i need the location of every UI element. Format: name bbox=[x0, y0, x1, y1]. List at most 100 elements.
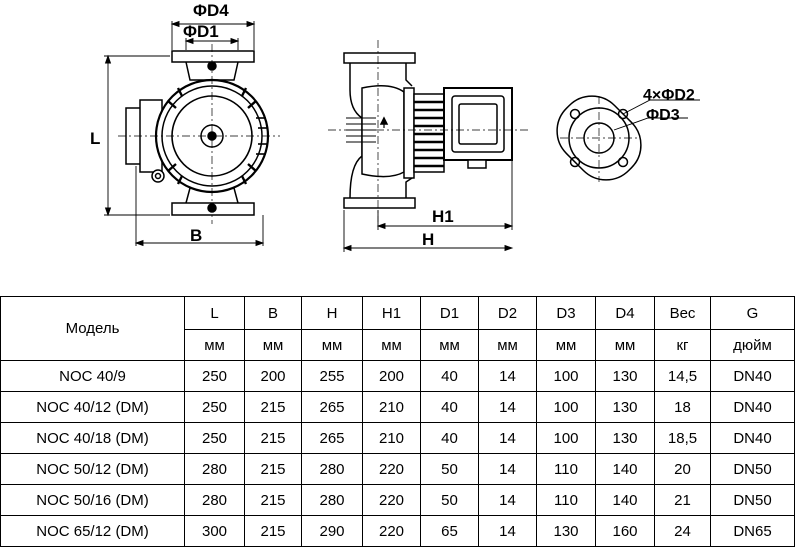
header-col-unit: мм bbox=[595, 329, 655, 361]
side-view bbox=[328, 40, 528, 222]
value-cell: 14 bbox=[478, 391, 537, 423]
value-cell: 18 bbox=[654, 391, 711, 423]
value-cell: 280 bbox=[301, 484, 363, 516]
value-cell: 14 bbox=[478, 422, 537, 454]
value-cell: 300 bbox=[184, 515, 245, 547]
value-cell: 280 bbox=[184, 453, 245, 485]
value-cell: 110 bbox=[536, 484, 596, 516]
value-cell: DN40 bbox=[710, 360, 795, 392]
header-col-name: Вес bbox=[654, 296, 711, 330]
value-cell: 255 bbox=[301, 360, 363, 392]
model-cell: NOC 40/12 (DM) bbox=[0, 391, 185, 423]
header-col-name: D3 bbox=[536, 296, 596, 330]
value-cell: 14,5 bbox=[654, 360, 711, 392]
value-cell: 130 bbox=[536, 515, 596, 547]
label-l: L bbox=[90, 129, 100, 148]
label-d2: 4×ΦD2 bbox=[643, 87, 695, 104]
value-cell: 280 bbox=[184, 484, 245, 516]
value-cell: 21 bbox=[654, 484, 711, 516]
value-cell: 290 bbox=[301, 515, 363, 547]
label-d4: ΦD4 bbox=[193, 1, 229, 20]
front-view-dimensions bbox=[104, 20, 265, 247]
header-col-name: L bbox=[184, 296, 245, 330]
value-cell: 50 bbox=[420, 484, 479, 516]
value-cell: 210 bbox=[362, 391, 421, 423]
value-cell: 130 bbox=[595, 391, 655, 423]
value-cell: 14 bbox=[478, 515, 537, 547]
value-cell: 160 bbox=[595, 515, 655, 547]
value-cell: 24 bbox=[654, 515, 711, 547]
header-col-unit: мм bbox=[362, 329, 421, 361]
value-cell: 215 bbox=[244, 484, 302, 516]
flange-view bbox=[556, 95, 642, 182]
label-h1: H1 bbox=[432, 207, 454, 226]
value-cell: 65 bbox=[420, 515, 479, 547]
value-cell: 14 bbox=[478, 484, 537, 516]
header-col-unit: мм bbox=[301, 329, 363, 361]
header-col-unit: дюйм bbox=[710, 329, 795, 361]
flange-view-leaders bbox=[613, 99, 700, 131]
value-cell: 100 bbox=[536, 391, 596, 423]
value-cell: DN40 bbox=[710, 391, 795, 423]
header-col-unit: кг bbox=[654, 329, 711, 361]
header-col-name: B bbox=[244, 296, 302, 330]
value-cell: DN50 bbox=[710, 453, 795, 485]
header-col-unit: мм bbox=[184, 329, 245, 361]
front-view bbox=[118, 44, 280, 224]
header-col-name: H bbox=[301, 296, 363, 330]
value-cell: 280 bbox=[301, 453, 363, 485]
label-d3: ΦD3 bbox=[646, 107, 680, 124]
value-cell: 265 bbox=[301, 391, 363, 423]
header-row-names: Модель L B H H1 D1 D2 D3 D4 Вес G bbox=[0, 296, 795, 361]
value-cell: 130 bbox=[595, 360, 655, 392]
header-col-name: D4 bbox=[595, 296, 655, 330]
header-col-name: D1 bbox=[420, 296, 479, 330]
label-h: H bbox=[422, 230, 434, 249]
value-cell: 40 bbox=[420, 391, 479, 423]
model-cell: NOC 40/9 bbox=[0, 360, 185, 392]
value-cell: 250 bbox=[184, 391, 245, 423]
side-view-dimensions bbox=[342, 160, 514, 252]
header-model: Модель bbox=[0, 296, 185, 361]
header-col-name: G bbox=[710, 296, 795, 330]
value-cell: 110 bbox=[536, 453, 596, 485]
header-col-unit: мм bbox=[536, 329, 596, 361]
value-cell: 215 bbox=[244, 453, 302, 485]
value-cell: DN40 bbox=[710, 422, 795, 454]
header-row-units: мм мм мм мм мм мм мм мм кг дюйм bbox=[1, 329, 795, 361]
label-b: B bbox=[190, 226, 202, 245]
value-cell: 200 bbox=[362, 360, 421, 392]
value-cell: 14 bbox=[478, 360, 537, 392]
model-cell: NOC 40/18 (DM) bbox=[0, 422, 185, 454]
label-d1: ΦD1 bbox=[183, 22, 219, 41]
model-cell: NOC 50/16 (DM) bbox=[0, 484, 185, 516]
value-cell: 220 bbox=[362, 515, 421, 547]
value-cell: 210 bbox=[362, 422, 421, 454]
value-cell: 140 bbox=[595, 453, 655, 485]
value-cell: 140 bbox=[595, 484, 655, 516]
value-cell: 200 bbox=[244, 360, 302, 392]
value-cell: 215 bbox=[244, 391, 302, 423]
value-cell: 20 bbox=[654, 453, 711, 485]
header-col-unit: мм bbox=[244, 329, 302, 361]
header-col-name: D2 bbox=[478, 296, 537, 330]
value-cell: 130 bbox=[595, 422, 655, 454]
header-col-unit: мм bbox=[420, 329, 479, 361]
header-col-name: H1 bbox=[362, 296, 421, 330]
value-cell: 14 bbox=[478, 453, 537, 485]
value-cell: 250 bbox=[184, 360, 245, 392]
value-cell: 265 bbox=[301, 422, 363, 454]
value-cell: 100 bbox=[536, 422, 596, 454]
value-cell: 40 bbox=[420, 360, 479, 392]
header-col-unit: мм bbox=[478, 329, 537, 361]
value-cell: 40 bbox=[420, 422, 479, 454]
spec-table-body: Модель L B H H1 D1 D2 D3 D4 Вес G мм мм … bbox=[0, 296, 795, 547]
spec-table: Модель L B H H1 D1 D2 D3 D4 Вес G мм мм … bbox=[0, 296, 795, 547]
value-cell: 250 bbox=[184, 422, 245, 454]
model-cell: NOC 50/12 (DM) bbox=[0, 453, 185, 485]
